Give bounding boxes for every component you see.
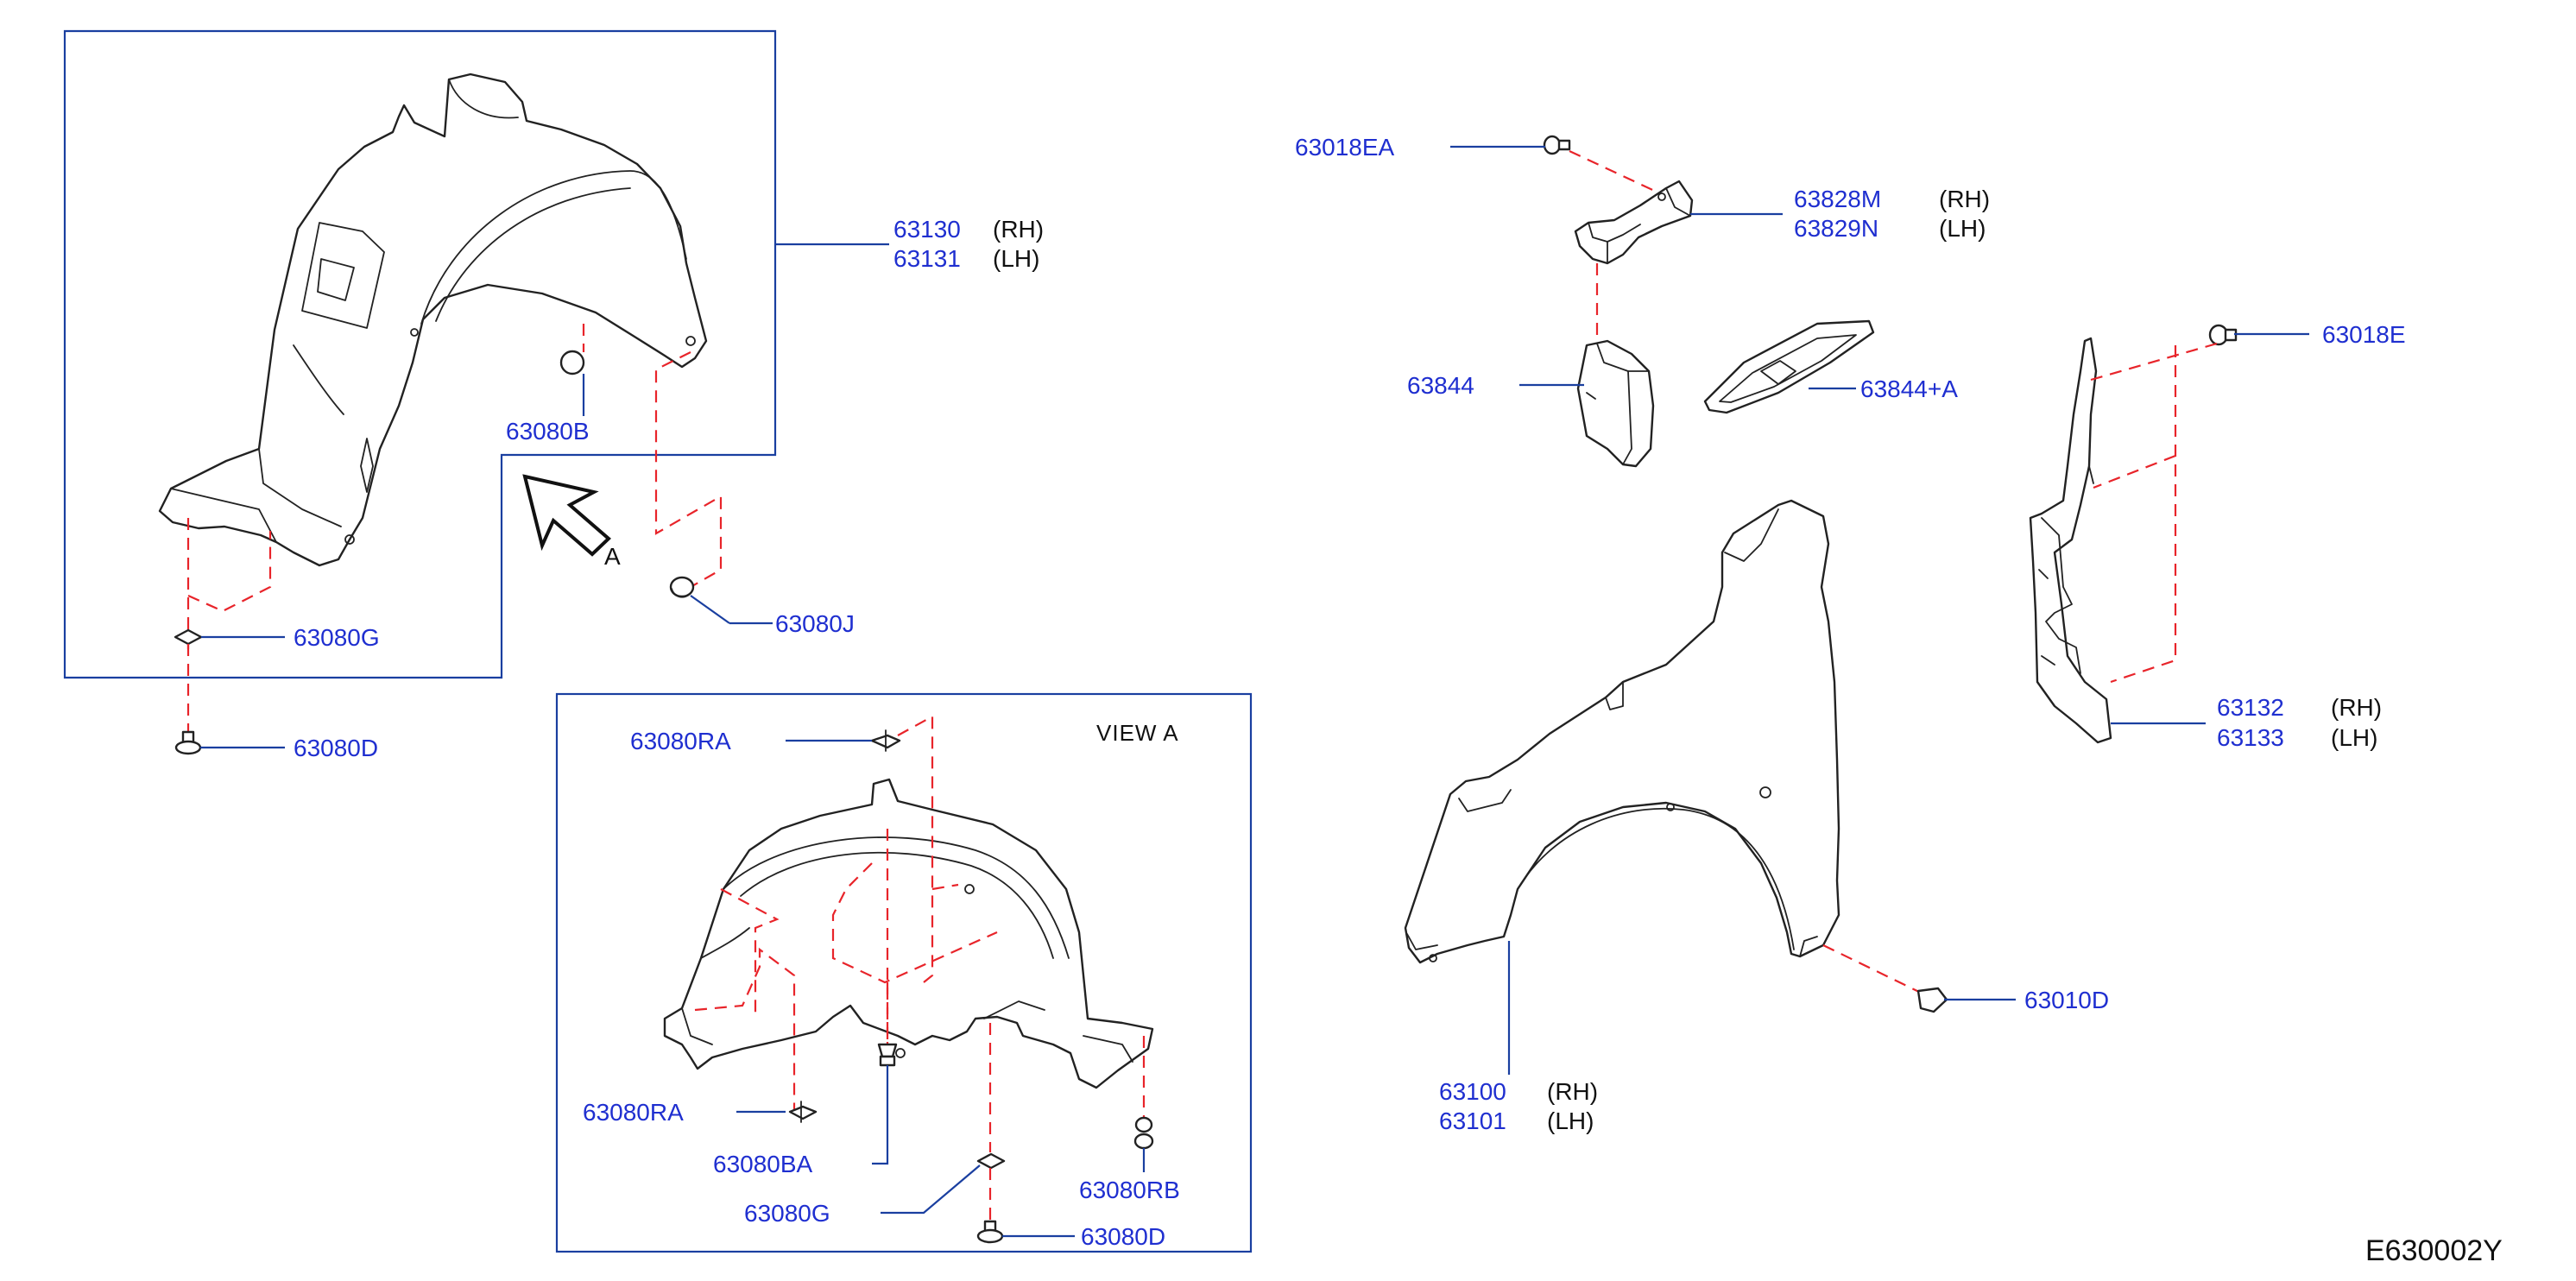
- label-63080G-view: 63080G: [744, 1200, 830, 1227]
- clip-63080J-icon: [669, 576, 695, 598]
- clip-63080RA-top-icon: [870, 729, 901, 752]
- detail-frame-view-a: [555, 692, 1253, 1253]
- label-63080BA: 63080BA: [713, 1151, 813, 1177]
- clip-63080G-icon: [174, 628, 203, 646]
- screw-63018E-icon: [2208, 324, 2238, 346]
- seal-63844A-drawing: [1703, 319, 1875, 414]
- label-63133: 63133: [2217, 724, 2284, 751]
- seal-63844-drawing: [1576, 339, 1655, 468]
- label-63101: 63101: [1439, 1107, 1506, 1134]
- screw-63080D-view-icon: [976, 1220, 1004, 1244]
- label-63080J: 63080J: [775, 610, 855, 637]
- label-63131-side: (LH): [993, 245, 1039, 272]
- label-63080RA-top: 63080RA: [630, 728, 731, 754]
- label-63080D-top: 63080D: [294, 735, 378, 761]
- arrow-label-a: A: [604, 543, 621, 570]
- label-63100: 63100: [1439, 1078, 1506, 1105]
- label-63130-side: (RH): [993, 216, 1044, 243]
- label-63132: 63132: [2217, 694, 2284, 721]
- label-63018E: 63018E: [2322, 321, 2406, 348]
- label-63080B: 63080B: [506, 418, 590, 445]
- wheel-liner-drawing: [158, 73, 708, 567]
- diagram-code: E630002Y: [2365, 1234, 2503, 1267]
- label-63080RA-bottom: 63080RA: [583, 1099, 684, 1126]
- label-63132-side: (RH): [2331, 694, 2382, 721]
- label-63828M-side: (RH): [1939, 186, 1990, 212]
- label-63080D-view: 63080D: [1081, 1223, 1165, 1250]
- view-a-title: VIEW A: [1096, 720, 1179, 746]
- label-63018EA: 63018EA: [1295, 134, 1395, 161]
- clip-63080RB-icon: [1133, 1116, 1154, 1150]
- view-a-liner-drawing: [663, 778, 1154, 1089]
- bracket-63828M-drawing: [1574, 180, 1694, 265]
- clip-63080RA-bottom-icon: [788, 1101, 818, 1123]
- detail-frame-wheel-liner: [63, 29, 777, 679]
- label-63844A: 63844+A: [1860, 375, 1958, 402]
- clip-63080BA-icon: [877, 1043, 898, 1067]
- clip-63080G-view-icon: [976, 1152, 1006, 1170]
- label-63829N: 63829N: [1794, 215, 1878, 242]
- front-fender-drawing: [1404, 499, 1840, 964]
- label-63828M: 63828M: [1794, 186, 1881, 212]
- label-63010D: 63010D: [2024, 987, 2109, 1013]
- label-63100-side: (RH): [1547, 1078, 1598, 1105]
- screw-63080D-icon: [174, 730, 202, 755]
- label-63130: 63130: [893, 216, 961, 243]
- screw-63018EA-icon: [1543, 135, 1571, 155]
- label-63101-side: (LH): [1547, 1107, 1594, 1134]
- label-63080G-top: 63080G: [294, 624, 380, 651]
- label-63131: 63131: [893, 245, 961, 272]
- fender-seal-63132-drawing: [2029, 337, 2112, 744]
- label-63080RB: 63080RB: [1079, 1177, 1180, 1203]
- label-63133-side: (LH): [2331, 724, 2377, 751]
- label-63844: 63844: [1407, 372, 1474, 399]
- view-arrow-icon: [522, 474, 611, 557]
- label-63829N-side: (LH): [1939, 215, 1986, 242]
- clip-63010D-icon: [1916, 987, 1948, 1013]
